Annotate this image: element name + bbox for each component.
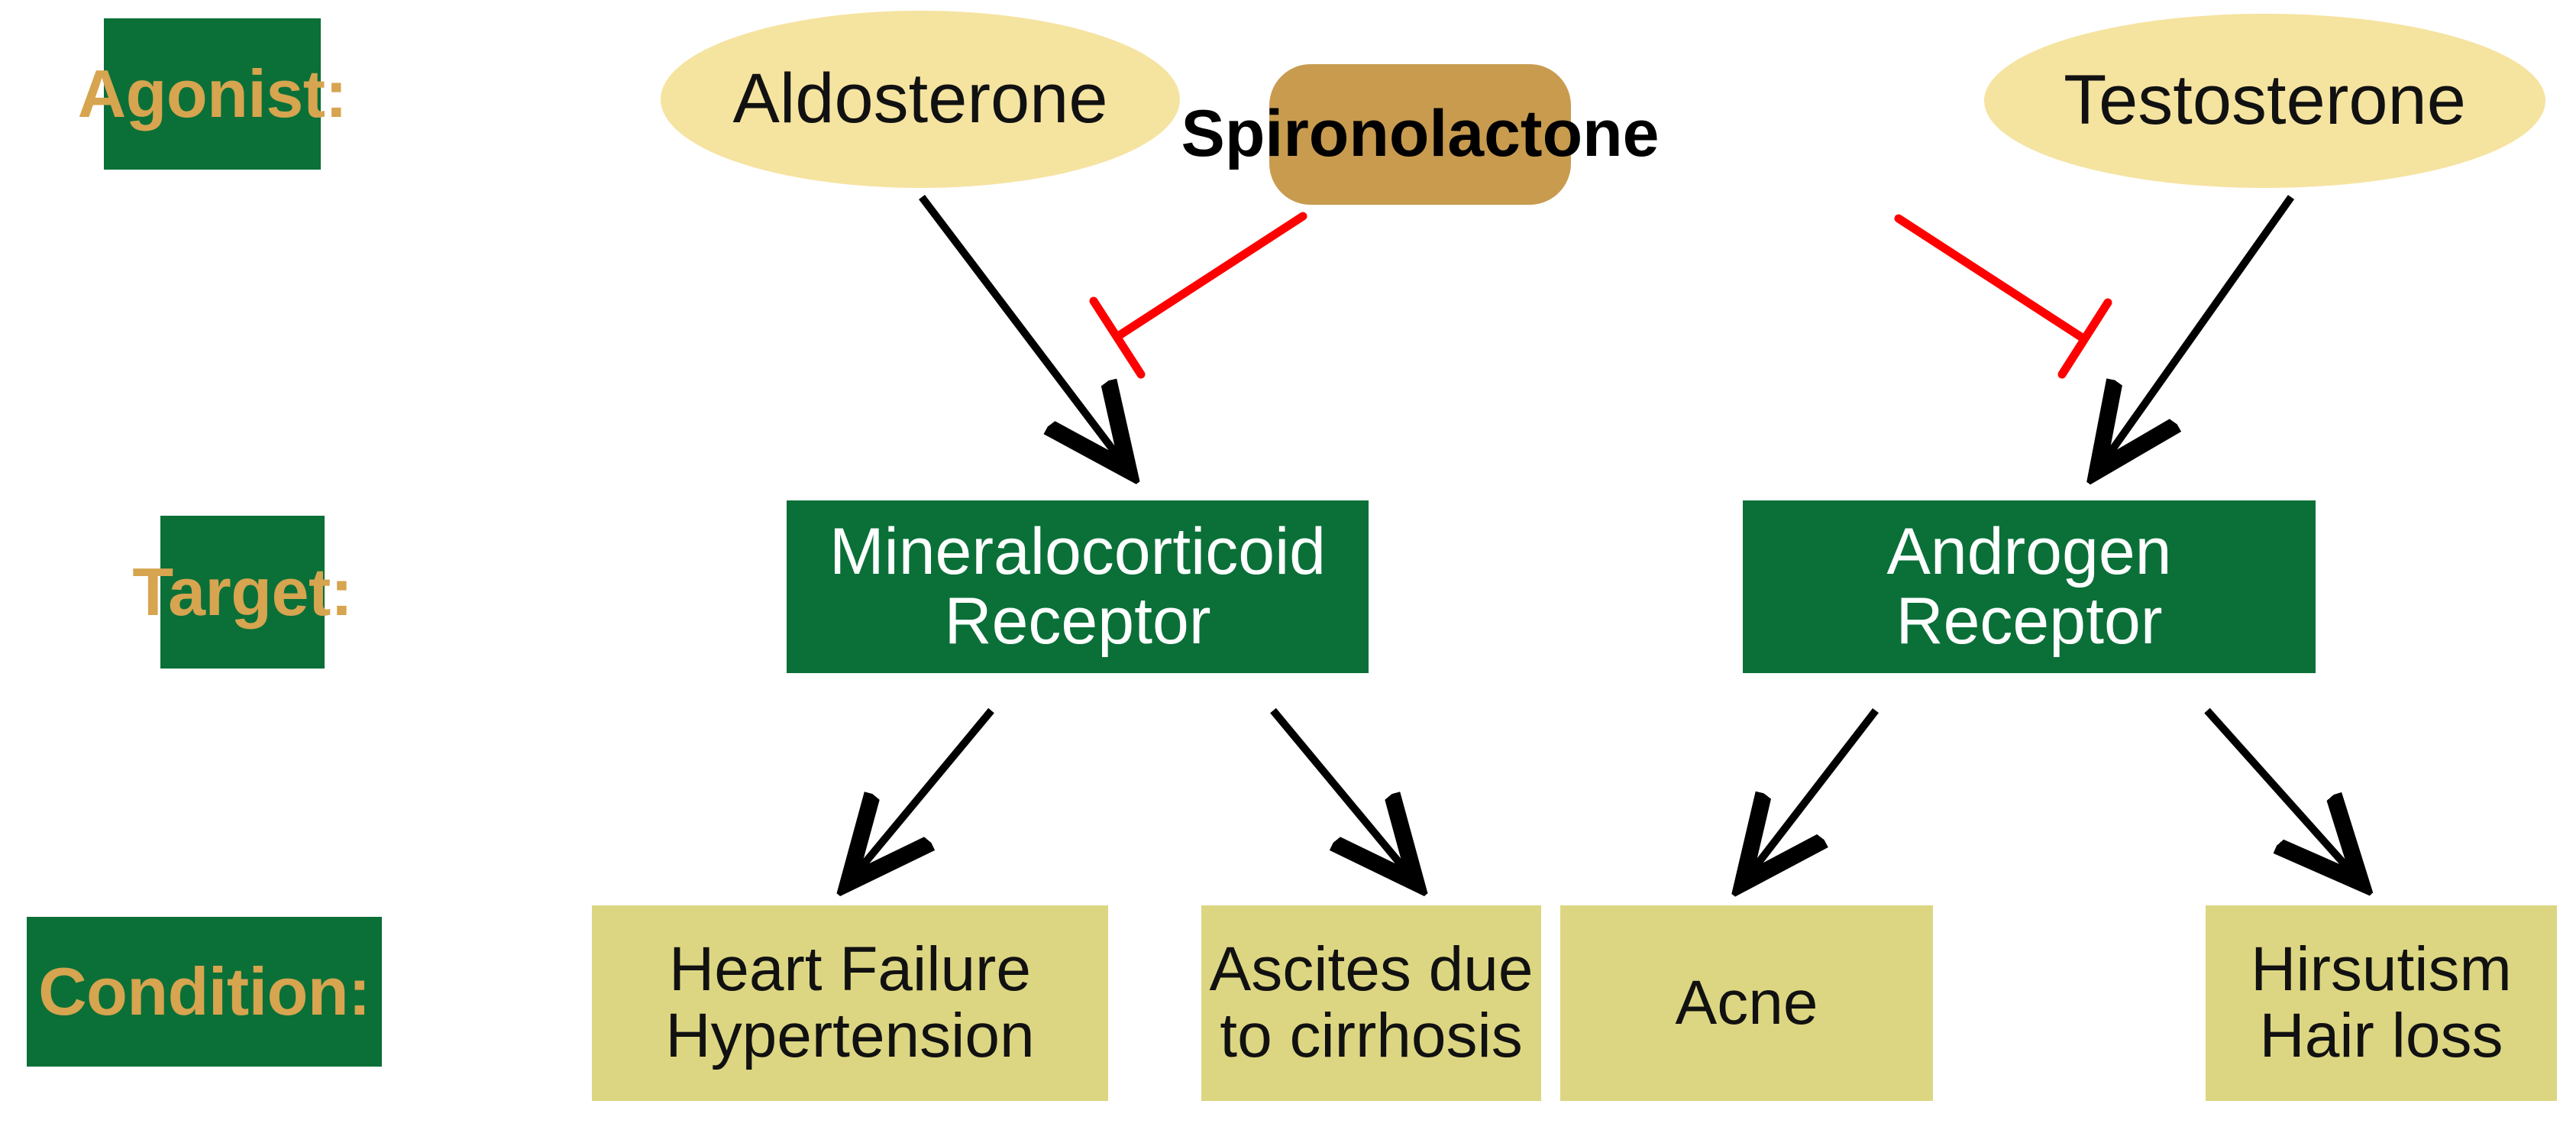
edge-aldosterone-to-mineralocorticoid-receptor bbox=[919, 194, 1124, 465]
edge-mineralocorticoid-receptor-to-heart-failure-hypertension bbox=[853, 707, 994, 877]
edge-androgen-receptor-to-hirsutism-hair-loss bbox=[2204, 707, 2356, 877]
row-label-agonist: Agonist: bbox=[78, 18, 347, 170]
edge-mineralocorticoid-receptor-to-ascites-cirrhosis bbox=[1270, 707, 1411, 877]
node-mineralocorticoid-receptor[interactable]: Mineralocorticoid Receptor bbox=[787, 500, 1369, 673]
edge-spironolactone-inhibits-mineralocorticoid-receptor bbox=[1089, 212, 1307, 379]
node-androgen-receptor[interactable]: Androgen Receptor bbox=[1743, 500, 2316, 673]
row-label-condition: Condition: bbox=[27, 917, 382, 1067]
node-acne[interactable]: Acne bbox=[1560, 905, 1933, 1101]
edge-testosterone-to-androgen-receptor bbox=[2102, 195, 2295, 465]
edge-spironolactone-inhibits-androgen-receptor bbox=[1894, 214, 2112, 379]
node-testosterone[interactable]: Testosterone bbox=[1984, 14, 2545, 188]
node-spironolactone[interactable]: Spironolactone bbox=[1181, 64, 1659, 205]
node-aldosterone[interactable]: Aldosterone bbox=[661, 11, 1180, 188]
node-ascites-cirrhosis[interactable]: Ascites due to cirrhosis bbox=[1201, 905, 1541, 1101]
row-label-target: Target: bbox=[132, 516, 353, 669]
edge-androgen-receptor-to-acne bbox=[1747, 707, 1879, 877]
node-heart-failure-hypertension[interactable]: Heart Failure Hypertension bbox=[592, 905, 1108, 1101]
node-hirsutism-hair-loss[interactable]: Hirsutism Hair loss bbox=[2206, 905, 2557, 1101]
